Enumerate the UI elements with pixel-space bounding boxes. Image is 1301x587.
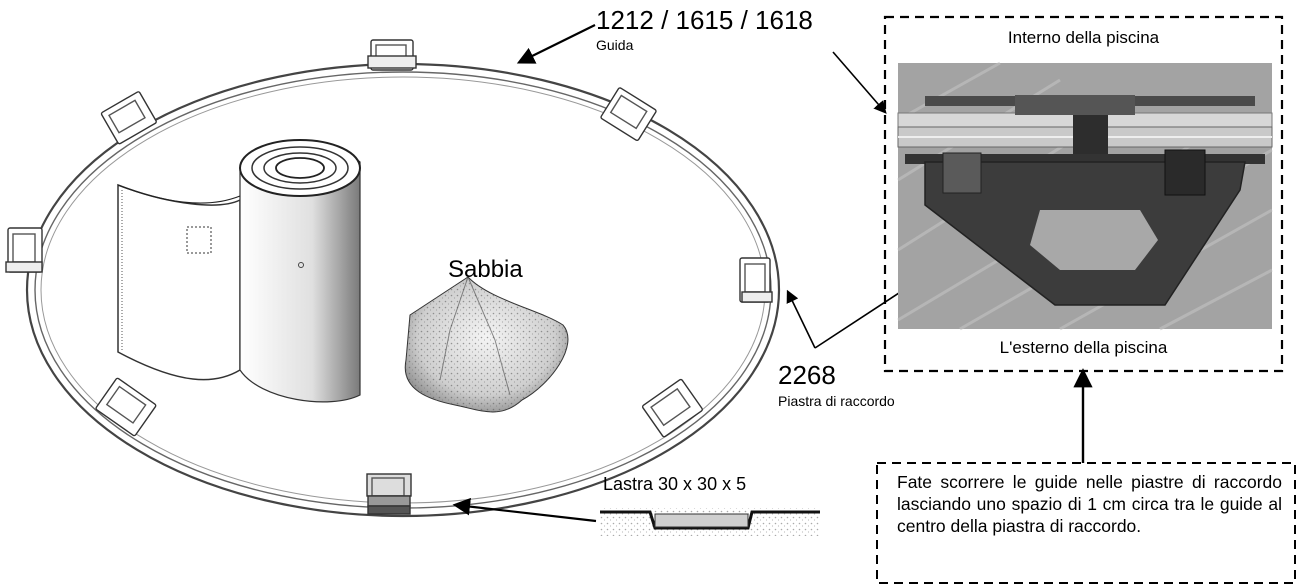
guide-photo-arrow (832, 51, 887, 114)
slab-arrow (452, 497, 597, 523)
plate-name-label: Piastra di raccordo (778, 393, 895, 409)
slab-label: Lastra 30 x 30 x 5 (603, 474, 747, 494)
sand-pile (404, 276, 569, 413)
plate-bottom-left (95, 377, 157, 437)
plate-code-label: 2268 (778, 360, 836, 390)
photo-bottom-caption: L'esterno della piscina (999, 338, 1168, 357)
guide-arrow (516, 24, 596, 64)
guide-codes-label: 1212 / 1615 / 1618 (596, 5, 813, 35)
photo-top-caption: Interno della piscina (1007, 28, 1160, 47)
plate-bottom (366, 473, 412, 515)
instruction-text: Fate scorrere le guide nelle piastre di … (897, 472, 1282, 536)
slab-cross-section (600, 508, 820, 536)
connector-plates (5, 39, 773, 515)
photo-panel-border (883, 15, 1284, 373)
plate-top-right (600, 87, 657, 142)
plate-left (5, 227, 43, 273)
plate-bottom-right (641, 378, 703, 438)
plate-top (367, 39, 417, 71)
plate-top-left (100, 91, 157, 145)
connector-photo (897, 61, 1273, 331)
guide-name-label: Guida (596, 37, 634, 53)
plate-ring-arrow (786, 289, 816, 349)
leader-lines (452, 24, 1093, 523)
sand-label: Sabbia (448, 256, 523, 283)
plate-right (739, 257, 773, 303)
pool-wall-roll (117, 139, 361, 403)
